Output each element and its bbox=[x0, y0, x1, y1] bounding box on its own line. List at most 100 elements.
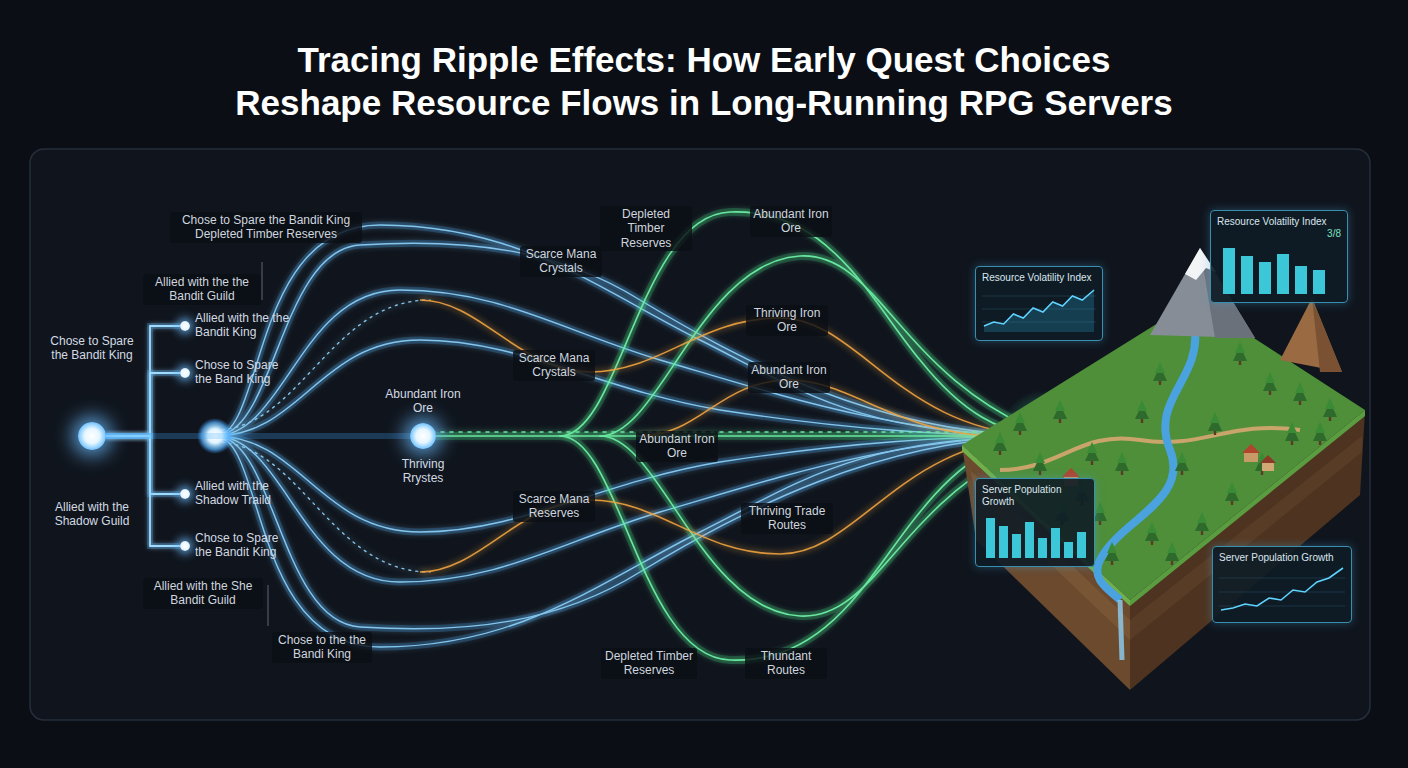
green-flows bbox=[423, 212, 1050, 660]
island-illustration bbox=[1262, 462, 1274, 471]
bar-chart bbox=[1223, 248, 1235, 294]
flow-label: Allied with the She Bandit Guild bbox=[143, 578, 263, 609]
bar-chart bbox=[1038, 538, 1047, 558]
bar-chart bbox=[1012, 534, 1021, 558]
island-illustration bbox=[1293, 382, 1307, 405]
island-illustration bbox=[1013, 412, 1027, 435]
blue-flows bbox=[215, 243, 1050, 436]
bar-chart bbox=[986, 518, 1086, 558]
island-illustration bbox=[1093, 502, 1107, 525]
chart-panel: Server Population Growth bbox=[975, 478, 1095, 567]
island-illustration bbox=[1233, 342, 1247, 365]
island-illustration bbox=[1225, 482, 1239, 505]
bar-chart bbox=[1064, 542, 1073, 558]
choice-dot: Allied with the Shadow Traild bbox=[180, 489, 190, 499]
choice-orb: Chose to Spare the Bandit KingAllied wit… bbox=[78, 422, 106, 450]
flow-label: Abundant Iron Ore bbox=[636, 431, 718, 462]
bar-chart bbox=[1259, 262, 1271, 294]
choice-label: Chose to Spare the Bandit King bbox=[195, 531, 290, 560]
flow-label: Scarce Mana Reserves bbox=[513, 491, 595, 522]
frame-panel bbox=[30, 149, 1370, 720]
flow-label: Scarce Mana Crystals bbox=[520, 246, 602, 277]
island-illustration bbox=[1033, 452, 1047, 475]
bar-chart bbox=[1025, 522, 1034, 558]
flow-label: Abundant Iron Ore bbox=[750, 206, 832, 237]
panel-title: Server Population Growth bbox=[982, 484, 1088, 508]
island-illustration bbox=[1085, 442, 1099, 465]
panel-title: Resource Volatility Index bbox=[1217, 216, 1341, 228]
island-illustration bbox=[1145, 522, 1159, 545]
green-flows bbox=[423, 432, 1050, 440]
island-illustration bbox=[1208, 412, 1222, 435]
flow-connector bbox=[106, 436, 410, 437]
flow-connector bbox=[106, 433, 410, 439]
bar-chart bbox=[982, 508, 1088, 560]
line-chart bbox=[1221, 568, 1343, 610]
blue-flows bbox=[215, 243, 1050, 436]
flow-label: Thundant Routes bbox=[745, 648, 827, 679]
choice-label: Chose to Spare the Bandit King bbox=[42, 334, 142, 363]
chart-panel: Resource Volatility Index3/8 bbox=[1210, 210, 1348, 303]
title-wrap: Tracing Ripple Effects: How Early Quest … bbox=[0, 38, 1408, 125]
flow-label: Scarce Mana Crystals bbox=[513, 350, 595, 381]
island-illustration bbox=[1313, 422, 1327, 445]
chart-panel: Resource Volatility Index bbox=[975, 266, 1103, 341]
line-chart bbox=[982, 296, 1096, 297]
flow-connector bbox=[106, 436, 180, 546]
orange-flows bbox=[420, 300, 1050, 436]
island-illustration bbox=[1135, 400, 1149, 423]
orange-flows bbox=[420, 300, 1050, 572]
orange-flows bbox=[420, 436, 1050, 572]
island-illustration bbox=[1165, 542, 1179, 565]
choice-dot: Allied with the the Bandit King bbox=[180, 321, 190, 331]
blue-flows bbox=[215, 436, 1050, 629]
island-illustration bbox=[1153, 362, 1167, 385]
leader-lines bbox=[262, 262, 263, 300]
choice-dot: Chose to Spare the Band King bbox=[180, 368, 190, 378]
island-illustration bbox=[1097, 330, 1195, 600]
line-chart bbox=[1219, 578, 1345, 606]
flow-label: Allied with the the Bandit Guild bbox=[143, 274, 261, 305]
island-illustration bbox=[1062, 468, 1080, 477]
flow-connector bbox=[106, 436, 180, 494]
island-illustration bbox=[962, 248, 1365, 690]
choice-label: Allied with the Shadow Guild bbox=[42, 500, 142, 529]
bar-chart bbox=[1277, 254, 1289, 294]
flow-connector bbox=[106, 373, 180, 436]
island-illustration bbox=[1120, 600, 1122, 660]
flow-connector bbox=[106, 436, 180, 494]
island-illustration bbox=[1260, 455, 1276, 463]
line-chart bbox=[984, 290, 1094, 332]
choice-dot: Chose to Spare the Bandit King bbox=[180, 541, 190, 551]
line-chart bbox=[1219, 564, 1345, 616]
bar-chart bbox=[1313, 270, 1325, 294]
island-illustration bbox=[1285, 422, 1299, 445]
island-illustration bbox=[1323, 398, 1337, 421]
island-illustration bbox=[1280, 298, 1342, 372]
line-chart bbox=[982, 284, 1096, 334]
flow-label: Depleted Timber Reserves bbox=[600, 206, 692, 251]
green-flows bbox=[423, 212, 1050, 660]
choice-label: Chose to Spare the Band King bbox=[195, 358, 290, 387]
flow-connector bbox=[106, 373, 180, 436]
panel-title: Server Population Growth bbox=[1219, 552, 1345, 564]
flow-label: Thriving Iron Ore bbox=[746, 305, 828, 336]
choice-orb: Abundant Iron OreThriving Rrystes bbox=[410, 423, 436, 449]
flow-connector bbox=[106, 436, 180, 494]
line-chart bbox=[984, 290, 1094, 326]
leader-lines bbox=[268, 585, 269, 626]
flow-connector bbox=[106, 373, 180, 436]
island-illustration bbox=[1000, 428, 1300, 470]
title: Tracing Ripple Effects: How Early Quest … bbox=[154, 38, 1254, 125]
island-illustration bbox=[1263, 372, 1277, 395]
choice-label: Allied with the the Bandit King bbox=[195, 311, 290, 340]
bar-chart bbox=[1077, 532, 1086, 558]
island-illustration bbox=[1244, 452, 1258, 462]
choice-label: Abundant Iron Ore bbox=[383, 387, 463, 416]
flow-connector bbox=[106, 436, 180, 546]
bar-chart bbox=[999, 526, 1008, 558]
flow-label: Chose to the the Bandi King bbox=[272, 632, 372, 663]
green-flows bbox=[423, 212, 1050, 660]
